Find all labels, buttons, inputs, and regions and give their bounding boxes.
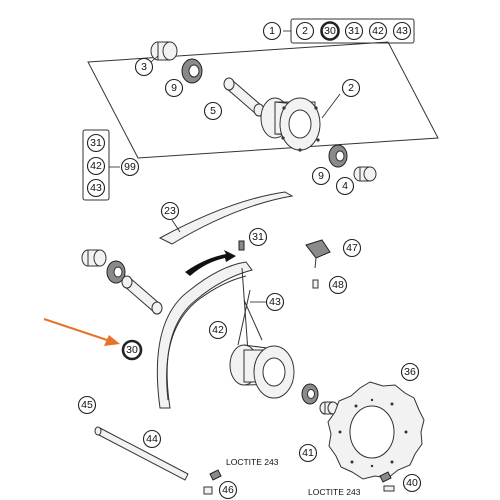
hub-assembly-panel (87, 41, 439, 159)
spacer-part-4 (353, 166, 377, 182)
svg-text:46: 46 (222, 484, 234, 496)
svg-text:2: 2 (348, 82, 354, 94)
svg-text:40: 40 (406, 477, 418, 489)
callout-header-2: 2 (295, 21, 315, 41)
svg-text:31: 31 (348, 25, 360, 37)
svg-text:48: 48 (332, 279, 344, 291)
svg-text:99: 99 (124, 161, 136, 173)
axle-sleeve-part-5 (223, 77, 265, 117)
svg-text:44: 44 (146, 433, 158, 445)
svg-text:9: 9 (318, 170, 324, 182)
svg-text:42: 42 (372, 25, 384, 37)
rim-part-42 (156, 261, 253, 409)
kit-group-box (82, 129, 110, 201)
callout-44: 44 (142, 429, 162, 449)
bearing-part-9a (181, 58, 203, 84)
svg-text:2: 2 (302, 25, 308, 37)
callout-header-43: 43 (392, 21, 412, 41)
callout-99: 99 (120, 157, 140, 177)
spacer-left-a (81, 249, 107, 267)
valve-part-31 (238, 240, 245, 251)
callout-header-31: 31 (344, 21, 364, 41)
hub-lower (229, 344, 295, 399)
washer-part-48 (312, 279, 319, 289)
svg-text:41: 41 (302, 447, 314, 459)
rim-tape-part-23 (158, 191, 294, 245)
hub-part-2 (260, 97, 321, 152)
highlight-pointer-arrow (43, 318, 120, 346)
svg-text:42: 42 (212, 324, 224, 336)
screw-part-46 (203, 469, 222, 495)
axle-sleeve-left (121, 275, 163, 315)
axle-part-44 (94, 426, 189, 481)
callout-41: 41 (298, 443, 318, 463)
callout-9-lower: 9 (311, 166, 331, 186)
spacer-part-3 (150, 41, 178, 61)
callout-2: 2 (341, 78, 361, 98)
callout-header-30-highlighted: 30 (320, 21, 340, 41)
svg-text:43: 43 (396, 25, 408, 37)
callout-4: 4 (335, 176, 355, 196)
svg-text:30: 30 (126, 344, 138, 356)
callout-header-42: 42 (368, 21, 388, 41)
svg-text:5: 5 (210, 105, 216, 117)
callout-40: 40 (402, 473, 422, 493)
callout-23: 23 (160, 201, 180, 221)
svg-text:30: 30 (324, 25, 336, 37)
bearing-part-9b (328, 144, 348, 168)
rotation-direction-arrow (185, 250, 236, 276)
svg-text:23: 23 (164, 205, 176, 217)
callout-kit-31: 31 (86, 133, 106, 153)
callout-45: 45 (77, 395, 97, 415)
callout-3: 3 (134, 57, 154, 77)
callout-30-highlighted: 30 (121, 339, 143, 361)
loctite-label-b: LOCTITE 243 (308, 487, 361, 497)
svg-text:47: 47 (346, 242, 358, 254)
svg-text:45: 45 (81, 399, 93, 411)
spokes-part-43 (237, 267, 263, 353)
svg-text:43: 43 (90, 182, 102, 194)
bearing-lower (301, 383, 319, 405)
callout-9-upper: 9 (164, 78, 184, 98)
svg-text:4: 4 (342, 180, 348, 192)
callout-header-1: 1 (262, 21, 282, 41)
callout-48: 48 (328, 275, 348, 295)
callout-46: 46 (218, 480, 238, 500)
callout-5: 5 (203, 101, 223, 121)
callout-31-valve: 31 (248, 227, 268, 247)
svg-text:36: 36 (404, 366, 416, 378)
bearing-left (106, 260, 126, 284)
svg-text:43: 43 (269, 296, 281, 308)
svg-text:31: 31 (90, 137, 102, 149)
loctite-label-a: LOCTITE 243 (226, 457, 279, 467)
svg-text:31: 31 (252, 231, 264, 243)
screw-part-40 (379, 471, 395, 492)
brake-disc-part-36 (327, 381, 425, 480)
nut-part-47 (305, 239, 331, 269)
svg-text:9: 9 (171, 82, 177, 94)
svg-text:42: 42 (90, 160, 102, 172)
callout-42-rim: 42 (208, 320, 228, 340)
svg-text:3: 3 (141, 61, 147, 73)
svg-text:1: 1 (269, 25, 275, 37)
callout-kit-42: 42 (86, 156, 106, 176)
callout-kit-43: 43 (86, 178, 106, 198)
callout-43-spokes: 43 (265, 292, 285, 312)
callout-47: 47 (342, 238, 362, 258)
callout-36: 36 (400, 362, 420, 382)
